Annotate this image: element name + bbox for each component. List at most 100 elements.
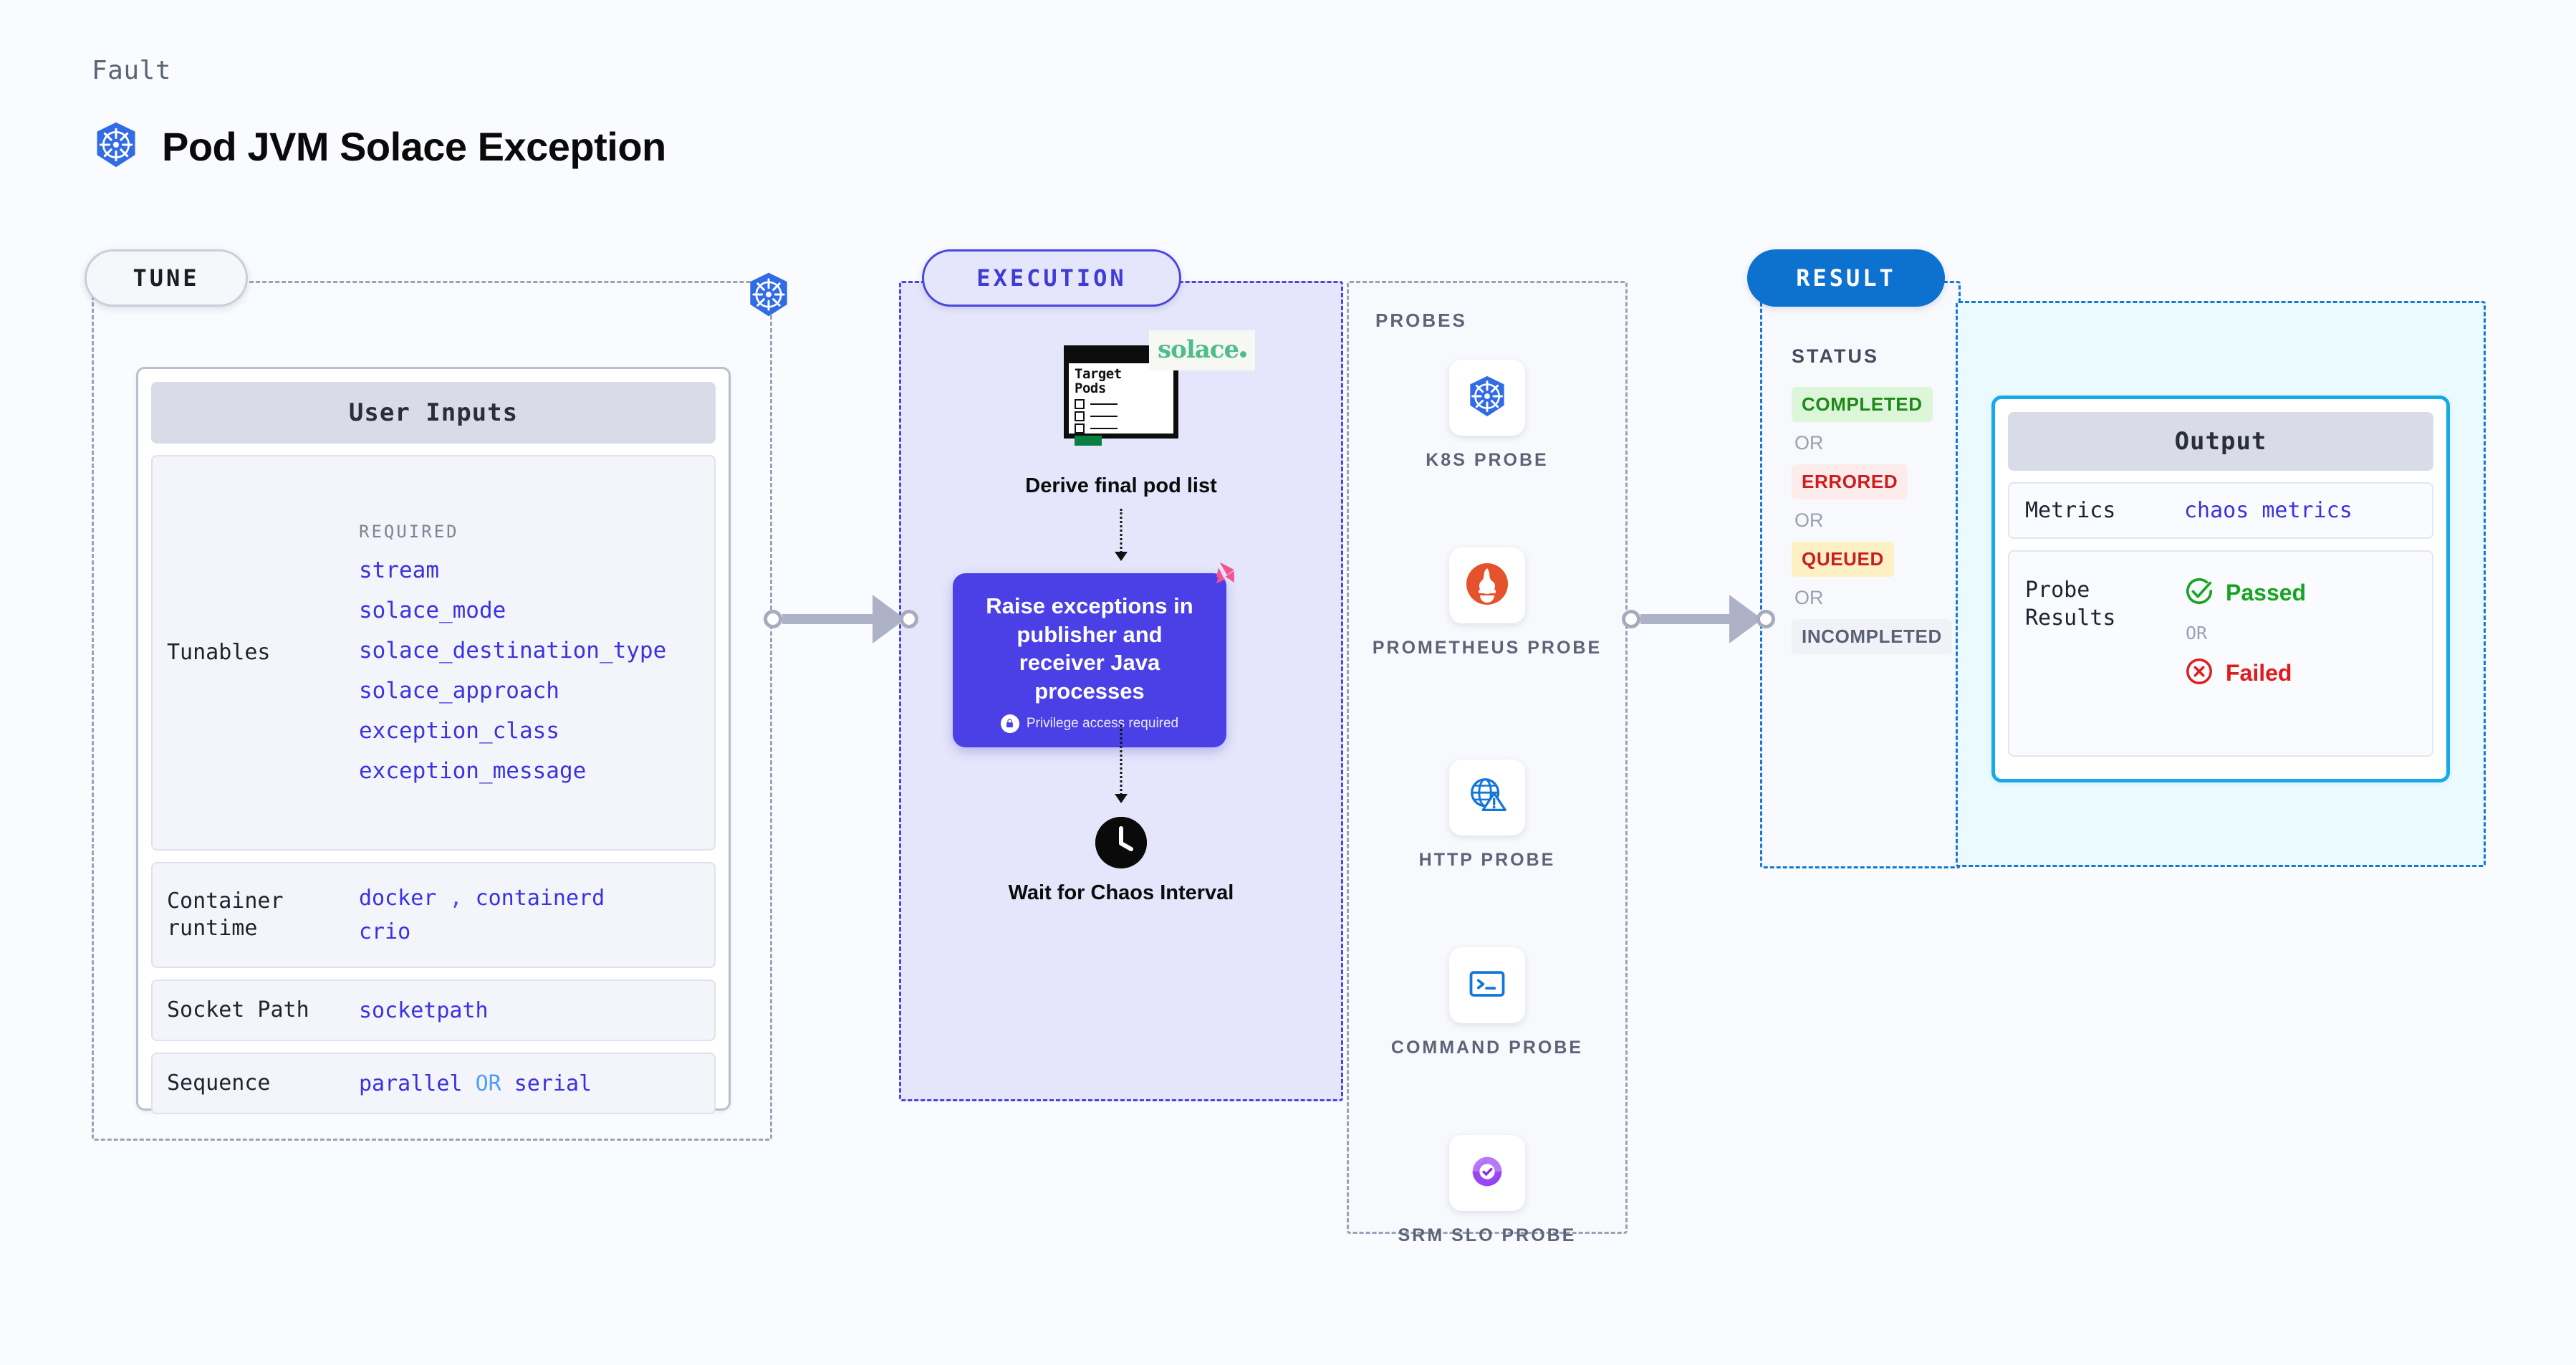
globe-warning-icon xyxy=(1465,774,1509,822)
kubernetes-icon xyxy=(1464,373,1510,423)
probe-passed-label: Passed xyxy=(2226,580,2307,605)
user-inputs-title: User Inputs xyxy=(151,382,716,444)
solace-dot-icon xyxy=(1240,351,1247,358)
tunable-exception-message[interactable]: exception_message xyxy=(359,758,587,784)
tunable-stream[interactable]: stream xyxy=(359,557,439,583)
probe-results-label: Probe Results xyxy=(2025,578,2116,631)
sequence-row: Sequence parallel OR serial xyxy=(151,1053,716,1114)
result-stage: RESULT STATUS COMPLETED OR ERRORED OR QU… xyxy=(1747,249,1961,868)
probe-results-or: OR xyxy=(2186,623,2208,643)
target-pods-card: Target Pods solace xyxy=(1064,330,1256,446)
connector-end-knob xyxy=(900,610,918,628)
sequence-values: parallel OR serial xyxy=(359,1071,592,1096)
status-badge-completed: COMPLETED xyxy=(1792,387,1933,422)
pod-checkbox[interactable] xyxy=(1075,411,1085,421)
probe-tile xyxy=(1449,947,1525,1023)
clock-icon xyxy=(1095,817,1147,868)
action-box-raise-exceptions[interactable]: Raise exceptions in publisher and receiv… xyxy=(953,562,1234,747)
execution-stage-pill[interactable]: EXECUTION xyxy=(922,249,1181,307)
socket-path-value[interactable]: socketpath xyxy=(359,997,489,1023)
connector-end-knob xyxy=(1756,610,1775,628)
status-or: OR xyxy=(1794,509,1824,531)
connector-start-knob xyxy=(764,610,782,628)
execution-stage: EXECUTION Target Pods solace xyxy=(899,249,1343,1101)
user-inputs-card: User Inputs Tunables REQUIRED stream sol… xyxy=(136,367,731,1114)
pods-card-list xyxy=(1069,396,1173,434)
container-runtime-label: Container runtime xyxy=(167,888,284,941)
probe-item-prometheus[interactable]: PROMETHEUS PROBE xyxy=(1347,547,1628,661)
status-badge-errored: ERRORED xyxy=(1792,464,1908,499)
solace-logo-text: solace xyxy=(1158,335,1239,364)
container-runtime-values: docker , containerd crio xyxy=(359,886,605,944)
runtime-docker[interactable]: docker xyxy=(359,886,437,911)
pod-line xyxy=(1090,427,1118,430)
probe-results-row: Probe Results Passed OR xyxy=(2008,550,2433,757)
probe-item-srm-slo[interactable]: SRM SLO PROBE xyxy=(1347,1135,1628,1248)
pods-card-accent-bar xyxy=(1075,435,1102,446)
container-runtime-row: Container runtime docker , containerd cr… xyxy=(151,862,716,968)
pods-card-titlebar xyxy=(1069,350,1173,363)
output-card: Output Metrics chaos metrics Probe Resul… xyxy=(1991,396,2450,782)
step-caption-wait-chaos: Wait for Chaos Interval xyxy=(1008,881,1234,904)
status-or: OR xyxy=(1794,587,1824,608)
check-circle-icon xyxy=(2184,576,2214,610)
pod-line xyxy=(1090,403,1118,406)
tune-stage-outline xyxy=(92,281,772,1141)
page-eyebrow: Fault xyxy=(92,56,171,85)
probe-tile xyxy=(1449,1135,1525,1211)
probe-failed-label: Failed xyxy=(2226,660,2292,686)
lock-icon xyxy=(1000,714,1019,733)
pod-checkbox[interactable] xyxy=(1075,398,1085,409)
page-title: Pod JVM Solace Exception xyxy=(162,124,666,169)
result-stage-pill[interactable]: RESULT xyxy=(1747,249,1945,307)
solace-logo: solace xyxy=(1149,330,1256,370)
page-header: Pod JVM Solace Exception xyxy=(92,120,666,173)
tunable-solace-destination-type[interactable]: solace_destination_type xyxy=(359,638,667,664)
flow-arrow-head xyxy=(1115,794,1128,803)
socket-path-row: Socket Path socketpath xyxy=(151,980,716,1041)
probe-tile xyxy=(1449,760,1525,835)
tunables-label: Tunables xyxy=(167,639,271,665)
pod-checkbox[interactable] xyxy=(1075,423,1085,434)
x-circle-icon xyxy=(2184,656,2214,690)
output-card-title: Output xyxy=(2008,412,2433,471)
flow-arrow-head xyxy=(1115,552,1128,561)
target-pods-wrap: Target Pods solace xyxy=(899,330,1343,446)
tunable-solace-mode[interactable]: solace_mode xyxy=(359,598,506,623)
tunables-values: REQUIRED stream solace_mode solace_desti… xyxy=(359,522,666,784)
terminal-icon xyxy=(1466,962,1509,1009)
connector-start-knob xyxy=(1622,610,1640,628)
probes-section-label: PROBES xyxy=(1375,310,1467,331)
probe-item-k8s[interactable]: K8S PROBE xyxy=(1347,360,1628,473)
sequence-or: OR xyxy=(475,1071,501,1096)
tune-stage: TUNE xyxy=(85,249,772,1141)
kubernetes-icon xyxy=(745,271,792,318)
status-label: STATUS xyxy=(1792,345,1879,367)
flow-arrow-line xyxy=(1120,509,1123,553)
sequence-serial[interactable]: serial xyxy=(514,1071,592,1096)
srm-slo-donut-icon xyxy=(1465,1149,1509,1197)
privilege-note: Privilege access required xyxy=(1026,715,1179,731)
sequence-parallel[interactable]: parallel xyxy=(359,1071,463,1096)
probe-result-passed: Passed xyxy=(2184,576,2306,610)
probes-stage-outline xyxy=(1347,281,1628,1234)
probe-tile xyxy=(1449,360,1525,436)
probe-tile xyxy=(1449,547,1525,623)
probe-item-http[interactable]: HTTP PROBE xyxy=(1347,760,1628,873)
tune-stage-pill[interactable]: TUNE xyxy=(85,249,248,307)
runtime-containerd[interactable]: containerd xyxy=(475,886,605,911)
action-box-title: Raise exceptions in publisher and receiv… xyxy=(986,593,1193,704)
sequence-label: Sequence xyxy=(167,1070,271,1096)
tunable-exception-class[interactable]: exception_class xyxy=(359,718,559,744)
runtime-crio[interactable]: crio xyxy=(359,919,411,944)
tunable-solace-approach[interactable]: solace_approach xyxy=(359,678,559,704)
required-caption: REQUIRED xyxy=(359,522,459,542)
metrics-value[interactable]: chaos metrics xyxy=(2184,498,2352,523)
socket-path-label: Socket Path xyxy=(167,997,309,1022)
metrics-row: Metrics chaos metrics xyxy=(2008,482,2433,539)
action-box-subcaption: Privilege access required xyxy=(971,714,1208,733)
flow-arrow-line xyxy=(1120,725,1123,795)
runtime-separator: , xyxy=(449,886,463,911)
probe-item-command[interactable]: COMMAND PROBE xyxy=(1347,947,1628,1060)
